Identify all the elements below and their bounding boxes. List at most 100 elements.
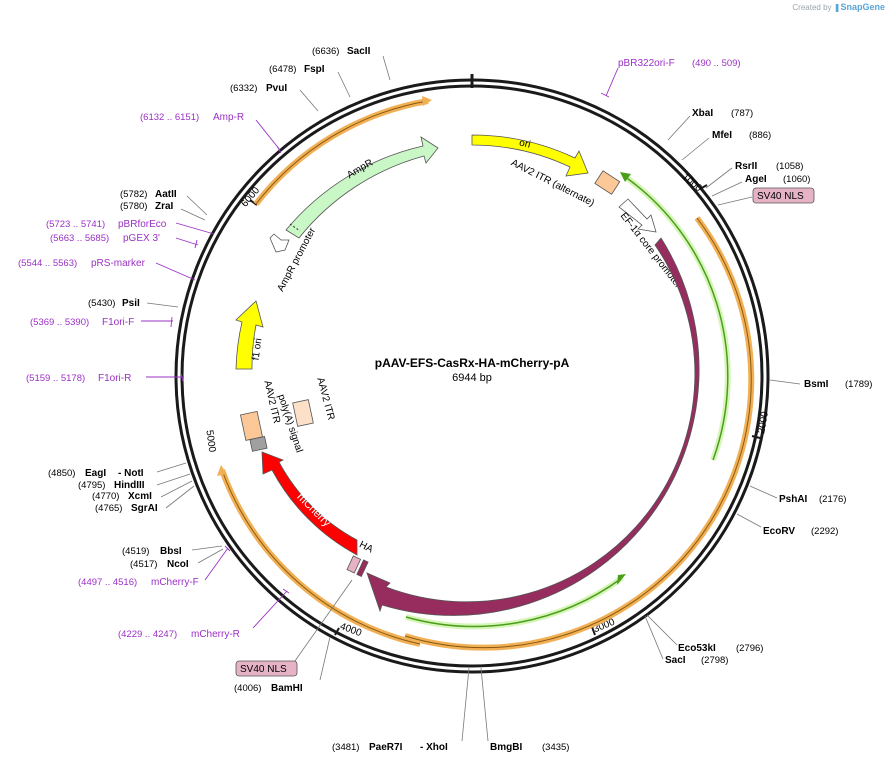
site-eco53ki[interactable]: Eco53kI(2796) <box>678 643 763 654</box>
orf-arc-cas-outer <box>404 216 755 651</box>
site-mfei-name: MfeI <box>712 130 732 141</box>
site-sgrai-pos: (4765) <box>95 503 122 514</box>
primer-amp-r[interactable]: (6132 .. 6151)Amp-R <box>140 112 244 123</box>
site-rsrii-name: RsrII <box>735 161 757 172</box>
primer-pgex[interactable]: (5663 .. 5685)pGEX 3' <box>50 233 160 244</box>
leader-mfei <box>681 137 710 161</box>
primer-mcherry-f[interactable]: (4497 .. 4516)mCherry-F <box>78 577 199 588</box>
leader-lines <box>146 55 801 742</box>
primer-pbr322ori-f-range: (490 .. 509) <box>692 58 741 69</box>
leader-sacii <box>382 55 391 81</box>
primer-pbr322ori-f[interactable]: pBR322ori-F (490 .. 509) <box>618 58 741 69</box>
primer-amp-r-range: (6132 .. 6151) <box>140 112 199 123</box>
tick-label-1000: 1000 <box>680 172 704 195</box>
tick-label-2000: 2000 <box>756 410 771 434</box>
site-hindiii[interactable]: (4795)HindIII <box>78 480 145 491</box>
primer-pbr322ori-f-name: pBR322ori-F <box>618 58 675 69</box>
site-bmgbi-name: BmgBI <box>490 742 522 753</box>
site-rsrii-pos: (1058) <box>776 161 803 172</box>
site-rsrii[interactable]: RsrII (1058) <box>735 161 803 172</box>
leader-ncoi <box>197 548 224 564</box>
site-saci-pos: (2798) <box>701 655 728 666</box>
primer-mcherry-r-range: (4229 .. 4247) <box>118 629 177 640</box>
site-aatii[interactable]: (5782)AatII <box>120 189 177 200</box>
site-bamhi[interactable]: (4006)BamHI <box>234 683 303 694</box>
primer-leader-ampr <box>255 119 281 151</box>
site-xcmi[interactable]: (4770)XcmI <box>92 491 152 502</box>
site-pshai[interactable]: PshAI(2176) <box>779 494 846 505</box>
site-paer7i-pos: (3481) <box>332 742 359 753</box>
orf-arc-mcherry-outer <box>219 468 421 647</box>
site-xbai[interactable]: XbaI(787) <box>692 108 753 119</box>
site-labels: (6636)SacII (6478)FspI (6332)PvuI XbaI(7… <box>48 46 872 753</box>
site-xhoi-name: - XhoI <box>420 742 448 753</box>
orf-arc-green-2-core <box>405 577 623 628</box>
site-ecorv[interactable]: EcoRV(2292) <box>763 526 838 537</box>
site-bmgbi[interactable]: BmgBI(3435) <box>490 742 569 753</box>
plasmid-name: pAAV-EFS-CasRx-HA-mCherry-pA <box>375 356 570 370</box>
site-bsmi-name: BsmI <box>804 379 829 390</box>
site-eagi-pos: (4850) <box>48 468 75 479</box>
site-xcmi-name: XcmI <box>128 491 152 502</box>
site-ncoi[interactable]: (4517)NcoI <box>130 559 189 570</box>
feature-ampr[interactable] <box>285 136 439 239</box>
leader-xbai <box>667 115 691 141</box>
site-eagi-name: EagI <box>85 468 106 479</box>
feature-aav2-itr-left[interactable] <box>239 410 263 441</box>
site-paer7i-name: PaeR7I <box>369 742 403 753</box>
nls-top-box <box>752 187 815 204</box>
site-sacii[interactable]: (6636)SacII <box>312 46 371 57</box>
nls-bottom[interactable]: SV40 NLS <box>235 660 298 677</box>
site-fspi[interactable]: (6478)FspI <box>269 64 325 75</box>
orf-arc-mcherry-outer-core <box>221 469 421 645</box>
primer-mcherry-r[interactable]: (4229 .. 4247) mCherry-R <box>118 629 240 640</box>
feature-ef1a-promoter[interactable] <box>618 198 657 233</box>
site-bsmi[interactable]: BsmI (1789) <box>804 379 872 390</box>
feature-mcherry[interactable] <box>261 451 358 556</box>
orf-arc-mcherry-arrow-icon <box>217 465 227 476</box>
leader-bmgbi <box>480 667 489 742</box>
site-psii[interactable]: (5430)PsiI <box>88 298 140 309</box>
leader-nls-bottom <box>289 579 353 669</box>
feature-f1ori[interactable] <box>235 300 264 370</box>
site-bbsi[interactable]: (4519)BbsI <box>122 546 182 557</box>
site-mfei[interactable]: MfeI(886) <box>712 130 771 141</box>
feature-rfxcas13d[interactable] <box>366 237 700 616</box>
orf-arc-green-1-arrow-icon <box>620 172 631 182</box>
feature-ha-tag[interactable] <box>346 555 362 574</box>
primer-f1ori-f-range: (5369 .. 5390) <box>30 317 89 328</box>
site-paer7i[interactable]: (3481) PaeR7I - XhoI <box>332 742 448 753</box>
tick-label-5000: 5000 <box>203 429 217 453</box>
feature-ori[interactable] <box>471 134 589 177</box>
tick-2000 <box>751 435 761 439</box>
site-agei[interactable]: AgeI(1060) <box>745 174 810 185</box>
primer-pgex-name: pGEX 3' <box>123 233 160 244</box>
nls-top[interactable]: SV40 NLS <box>752 187 815 204</box>
primer-markers <box>141 67 619 629</box>
site-sgrai[interactable]: (4765)SgrAI <box>95 503 158 514</box>
site-bsmi-pos: (1789) <box>845 379 872 390</box>
feature-itr-alternate[interactable] <box>594 170 621 195</box>
tick-marks: 1000 2000 3000 4000 5000 6000 <box>185 172 771 639</box>
primer-f1ori-r[interactable]: (5159 .. 5178)F1ori-R <box>26 373 131 384</box>
primer-mark-mcherry-r <box>282 588 290 594</box>
primer-f1ori-f[interactable]: (5369 .. 5390)F1ori-F <box>30 317 134 328</box>
nls-top-label: SV40 NLS <box>757 191 804 202</box>
feature-ampr-promoter[interactable] <box>269 233 290 253</box>
site-psii-name: PsiI <box>122 298 140 309</box>
site-zrai[interactable]: (5780)ZraI <box>120 201 174 212</box>
feature-aav2-itr-right[interactable] <box>292 399 314 427</box>
site-saci[interactable]: SacI(2798) <box>665 655 728 666</box>
site-pshai-name: PshAI <box>779 494 808 505</box>
leader-aatii <box>186 195 208 216</box>
primer-mark-f1ori-f <box>170 316 173 328</box>
feature-ori-label: ori <box>518 138 531 151</box>
site-noti-name: - NotI <box>118 468 144 479</box>
site-eagi[interactable]: (4850) EagI - NotI <box>48 468 144 479</box>
primer-prs-marker[interactable]: (5544 .. 5563)pRS-marker <box>18 258 146 269</box>
site-aatii-name: AatII <box>155 189 177 200</box>
site-pvui[interactable]: (6332)PvuI <box>230 83 287 94</box>
primer-mcherry-r-name: mCherry-R <box>191 629 240 640</box>
primer-pbrforeco[interactable]: (5723 .. 5741)pBRforEco <box>46 219 167 230</box>
